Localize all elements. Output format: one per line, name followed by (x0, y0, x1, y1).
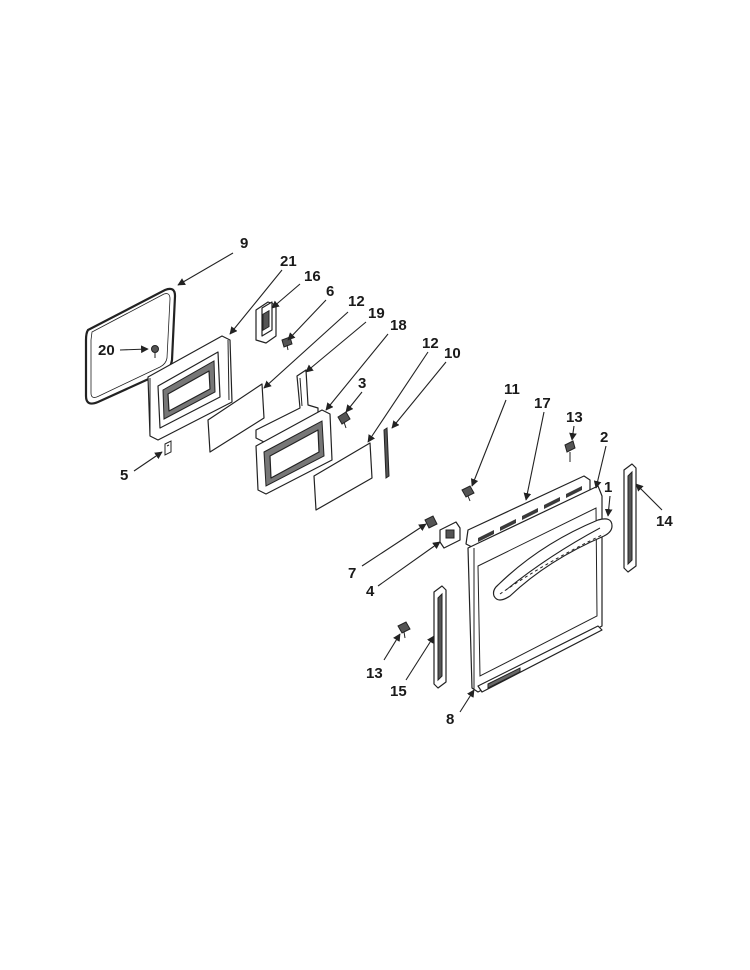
hinge-4-part (439, 521, 461, 549)
callout-10: 10 (444, 345, 461, 362)
leader-9 (177, 252, 234, 286)
leader-7 (361, 523, 427, 567)
callout-13: 13 (366, 665, 383, 682)
screw-13-upper-part (564, 440, 576, 462)
callout-labels: 9 21 16 6 12 19 18 20 3 12 10 5 11 17 13… (98, 235, 673, 728)
callout-9: 9 (240, 235, 248, 252)
leader-13b (383, 633, 401, 661)
callout-16: 16 (304, 268, 321, 285)
leader-12b (367, 351, 429, 443)
callout-5: 5 (120, 467, 128, 484)
callout-14: 14 (656, 513, 673, 530)
callout-8: 8 (446, 711, 454, 728)
glass-panel-upper-part (207, 383, 265, 453)
leader-5 (133, 451, 163, 472)
callout-3: 3 (358, 375, 366, 392)
callout-15: 15 (390, 683, 407, 700)
spacer-strip-part (383, 427, 390, 479)
leader-19 (305, 321, 367, 373)
leader-20 (119, 345, 149, 354)
clip-5-part (164, 440, 172, 456)
callout-6: 6 (326, 283, 334, 300)
side-trim-left-part (433, 585, 447, 689)
inner-door-frame-part (147, 335, 233, 441)
bottom-trim-part (477, 625, 603, 693)
leader-14 (635, 483, 663, 511)
callout-1: 1 (604, 479, 612, 496)
leader-2 (593, 445, 607, 489)
inner-window-frame-part (255, 409, 333, 495)
leader-21 (229, 269, 283, 335)
leader-17 (523, 411, 545, 501)
screw-13-lower-part (397, 621, 411, 639)
door-handle-part (492, 518, 613, 601)
screw-3-part (337, 411, 351, 429)
screw-11-part (461, 485, 475, 502)
leader-lines (119, 252, 663, 713)
callout-11: 11 (504, 381, 520, 398)
leader-13a (569, 425, 577, 441)
callout-20: 20 (98, 342, 115, 359)
leader-16 (271, 283, 301, 309)
callout-17: 17 (534, 395, 551, 412)
leader-11 (470, 399, 507, 487)
side-trim-right-part (623, 463, 637, 573)
leader-4 (377, 541, 441, 587)
callout-7: 7 (348, 565, 356, 582)
hinge-screw-7-part (424, 515, 438, 529)
callout-19: 19 (368, 305, 385, 322)
leader-1 (604, 495, 613, 517)
callout-12: 12 (348, 293, 365, 310)
callout-13: 13 (566, 409, 583, 426)
screw-6-part (281, 336, 293, 351)
callout-21: 21 (280, 253, 297, 270)
leader-15 (405, 635, 435, 681)
callout-4: 4 (366, 583, 375, 600)
leader-18 (325, 333, 389, 411)
leader-10 (391, 361, 447, 429)
leader-8 (459, 689, 475, 713)
leader-3 (345, 391, 363, 413)
callout-2: 2 (600, 429, 608, 446)
leader-12a (263, 311, 349, 389)
callout-12: 12 (422, 335, 439, 352)
hinge-bracket-part (255, 301, 277, 344)
callout-18: 18 (390, 317, 407, 334)
glass-panel-lower-part (313, 442, 373, 511)
leader-6 (287, 299, 327, 341)
screw-20-part (151, 345, 159, 358)
